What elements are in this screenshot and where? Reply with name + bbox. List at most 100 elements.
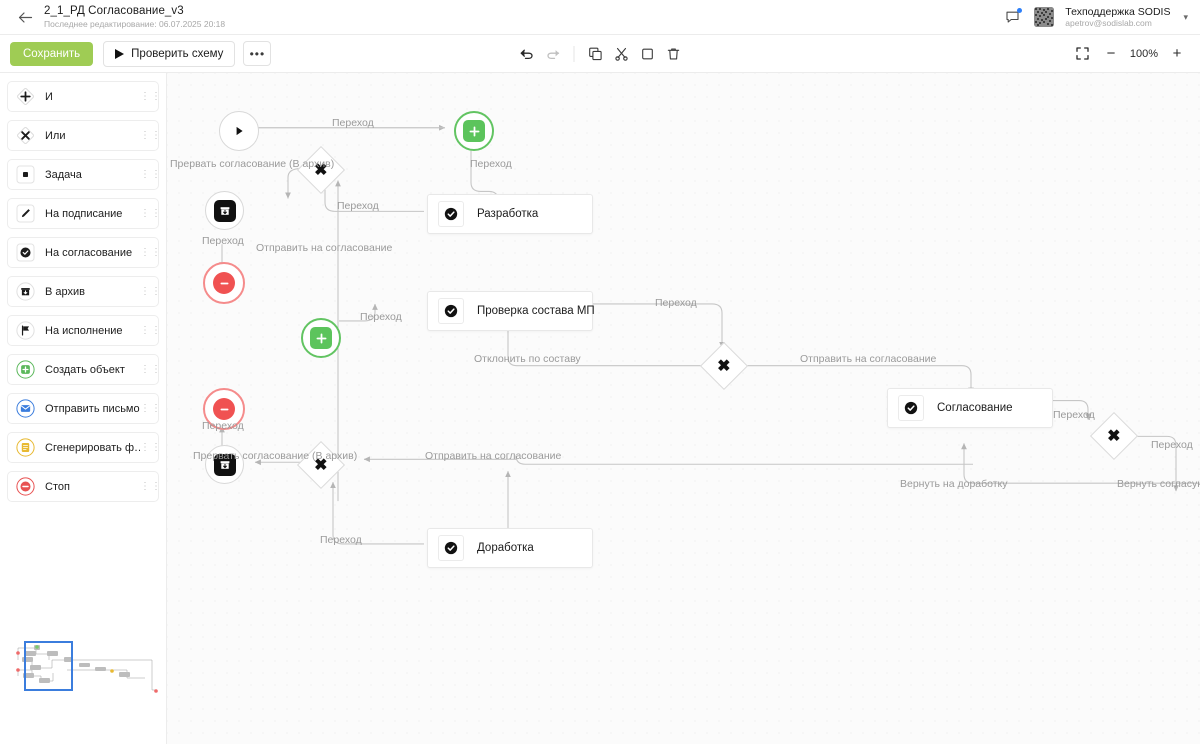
copy-icon[interactable] [583,41,609,67]
gateway-diamond[interactable]: ✖ [296,440,346,490]
node-gw4[interactable]: ✖ [296,440,346,490]
last-edited-text: Последнее редактирование: 06.07.2025 20:… [44,18,226,29]
archive-icon [16,282,35,301]
check-scheme-button[interactable]: Проверить схему [103,40,236,67]
gateway-diamond[interactable]: ✖ [1089,411,1139,461]
app-header: 2_1_РД Согласование_v3 Последнее редакти… [0,0,1200,35]
zoom-out-button[interactable]: − [1106,45,1116,62]
palette-item-8[interactable]: Отправить письмо⋮⋮ [7,393,162,424]
start-circle[interactable] [219,111,259,151]
palette-item-7[interactable]: Создать объект⋮⋮ [7,354,162,385]
drag-handle-icon[interactable]: ⋮⋮ [140,402,162,414]
node-start[interactable] [219,111,259,151]
scissors-icon[interactable] [609,41,635,67]
undo-icon[interactable] [514,41,540,67]
drag-handle-icon[interactable]: ⋮⋮ [140,324,162,336]
drag-handle-icon[interactable]: ⋮⋮ [140,207,162,219]
drag-handle-icon[interactable]: ⋮⋮ [140,285,162,297]
chevron-down-icon[interactable]: ▾ [1183,11,1188,22]
back-button[interactable] [12,4,38,30]
palette-item-2[interactable]: Задача⋮⋮ [7,159,162,190]
palette-item-5[interactable]: В архив⋮⋮ [7,276,162,307]
drag-handle-icon[interactable]: ⋮⋮ [140,480,162,492]
node-gw3[interactable]: ✖ [1089,411,1139,461]
palette-item-label: На исполнение [45,324,123,337]
gateway-diamond[interactable]: ✖ [699,341,749,391]
node-stop2[interactable] [203,388,245,430]
document-title-block: 2_1_РД Согласование_v3 Последнее редакти… [44,5,225,30]
palette-item-label: На согласование [45,246,133,259]
editor-body: И ⋮⋮ Или⋮⋮ Задача⋮⋮ На подписание⋮⋮ На со… [0,73,1200,744]
task-box[interactable]: Согласование [887,388,1053,428]
plus-object-icon [16,360,35,379]
palette-item-label: Отправить письмо [45,402,140,415]
node-stop1[interactable] [203,262,245,304]
and-gateway-circle[interactable] [454,111,494,151]
zoom-in-button[interactable]: + [1172,45,1182,62]
save-button[interactable]: Сохранить [10,41,94,66]
task-box[interactable]: Доработка [427,528,593,568]
node-gw1[interactable]: ✖ [296,145,346,195]
node-check[interactable]: Проверка состава МП [427,291,595,331]
play-icon [115,48,125,59]
workflow-canvas[interactable]: ✖ Разработка [167,73,1200,744]
node-gplus1[interactable] [454,111,494,151]
drag-handle-icon[interactable]: ⋮⋮ [140,363,162,375]
gateway-and-icon [16,87,35,106]
gateway-diamond[interactable]: ✖ [296,145,346,195]
palette-item-3[interactable]: На подписание⋮⋮ [7,198,162,229]
arrow-left-icon [18,11,32,23]
play-icon [236,126,243,136]
palette-item-9[interactable]: Сгенерировать ф…⋮⋮ [7,432,162,463]
toolbar-divider [573,45,575,62]
stop-icon [16,477,35,496]
task-icon [16,165,35,184]
notification-badge [1017,8,1023,13]
palette-list: И ⋮⋮ Или⋮⋮ Задача⋮⋮ На подписание⋮⋮ На со… [7,81,162,502]
drag-handle-icon[interactable]: ⋮⋮ [140,441,162,453]
chat-icon[interactable] [1003,7,1023,27]
drag-handle-icon[interactable]: ⋮⋮ [140,90,162,102]
node-archive2[interactable] [205,445,244,484]
node-dev[interactable]: Разработка [427,194,593,234]
minimap[interactable] [7,634,160,696]
task-label: Разработка [477,208,539,220]
archive-circle[interactable] [205,191,244,230]
drag-handle-icon[interactable]: ⋮⋮ [140,246,162,258]
palette-item-label: Сгенерировать ф… [45,441,140,454]
gateway-xor-icon: ✖ [717,358,731,375]
gateway-and-icon [310,327,332,349]
gateway-xor-icon: ✖ [1107,428,1121,445]
task-box[interactable]: Разработка [427,194,593,234]
node-approve[interactable]: Согласование [887,388,1053,428]
palette-item-label: И [45,90,53,103]
redo-icon[interactable] [540,41,566,67]
trash-icon[interactable] [661,41,687,67]
user-info[interactable]: Техподдержка SODIS apetrov@sodislab.com [1065,6,1170,29]
flag-icon [16,321,35,340]
mail-icon [16,399,35,418]
node-gw2[interactable]: ✖ [699,341,749,391]
palette-item-1[interactable]: Или⋮⋮ [7,120,162,151]
and-gateway-circle[interactable] [301,318,341,358]
task-box[interactable]: Проверка состава МП [427,291,595,331]
stop-circle[interactable] [203,388,245,430]
palette-item-4[interactable]: На согласование ⋮⋮ [7,237,162,268]
stop-circle[interactable] [203,262,245,304]
fullscreen-icon[interactable] [1069,41,1095,67]
avatar[interactable] [1034,7,1055,27]
drag-handle-icon[interactable]: ⋮⋮ [140,129,162,141]
palette-item-0[interactable]: И ⋮⋮ [7,81,162,112]
drag-handle-icon[interactable]: ⋮⋮ [140,168,162,180]
check-circle-icon [438,535,464,561]
user-name: Техподдержка SODIS [1065,5,1171,18]
node-archive1[interactable] [205,191,244,230]
avatar-image [1034,7,1055,27]
node-rework[interactable]: Доработка [427,528,593,568]
paste-icon[interactable] [635,41,661,67]
palette-item-10[interactable]: Стоп⋮⋮ [7,471,162,502]
palette-item-6[interactable]: На исполнение ⋮⋮ [7,315,162,346]
node-gplus2[interactable] [301,318,341,358]
more-options-button[interactable]: ••• [243,41,272,66]
archive-circle[interactable] [205,445,244,484]
